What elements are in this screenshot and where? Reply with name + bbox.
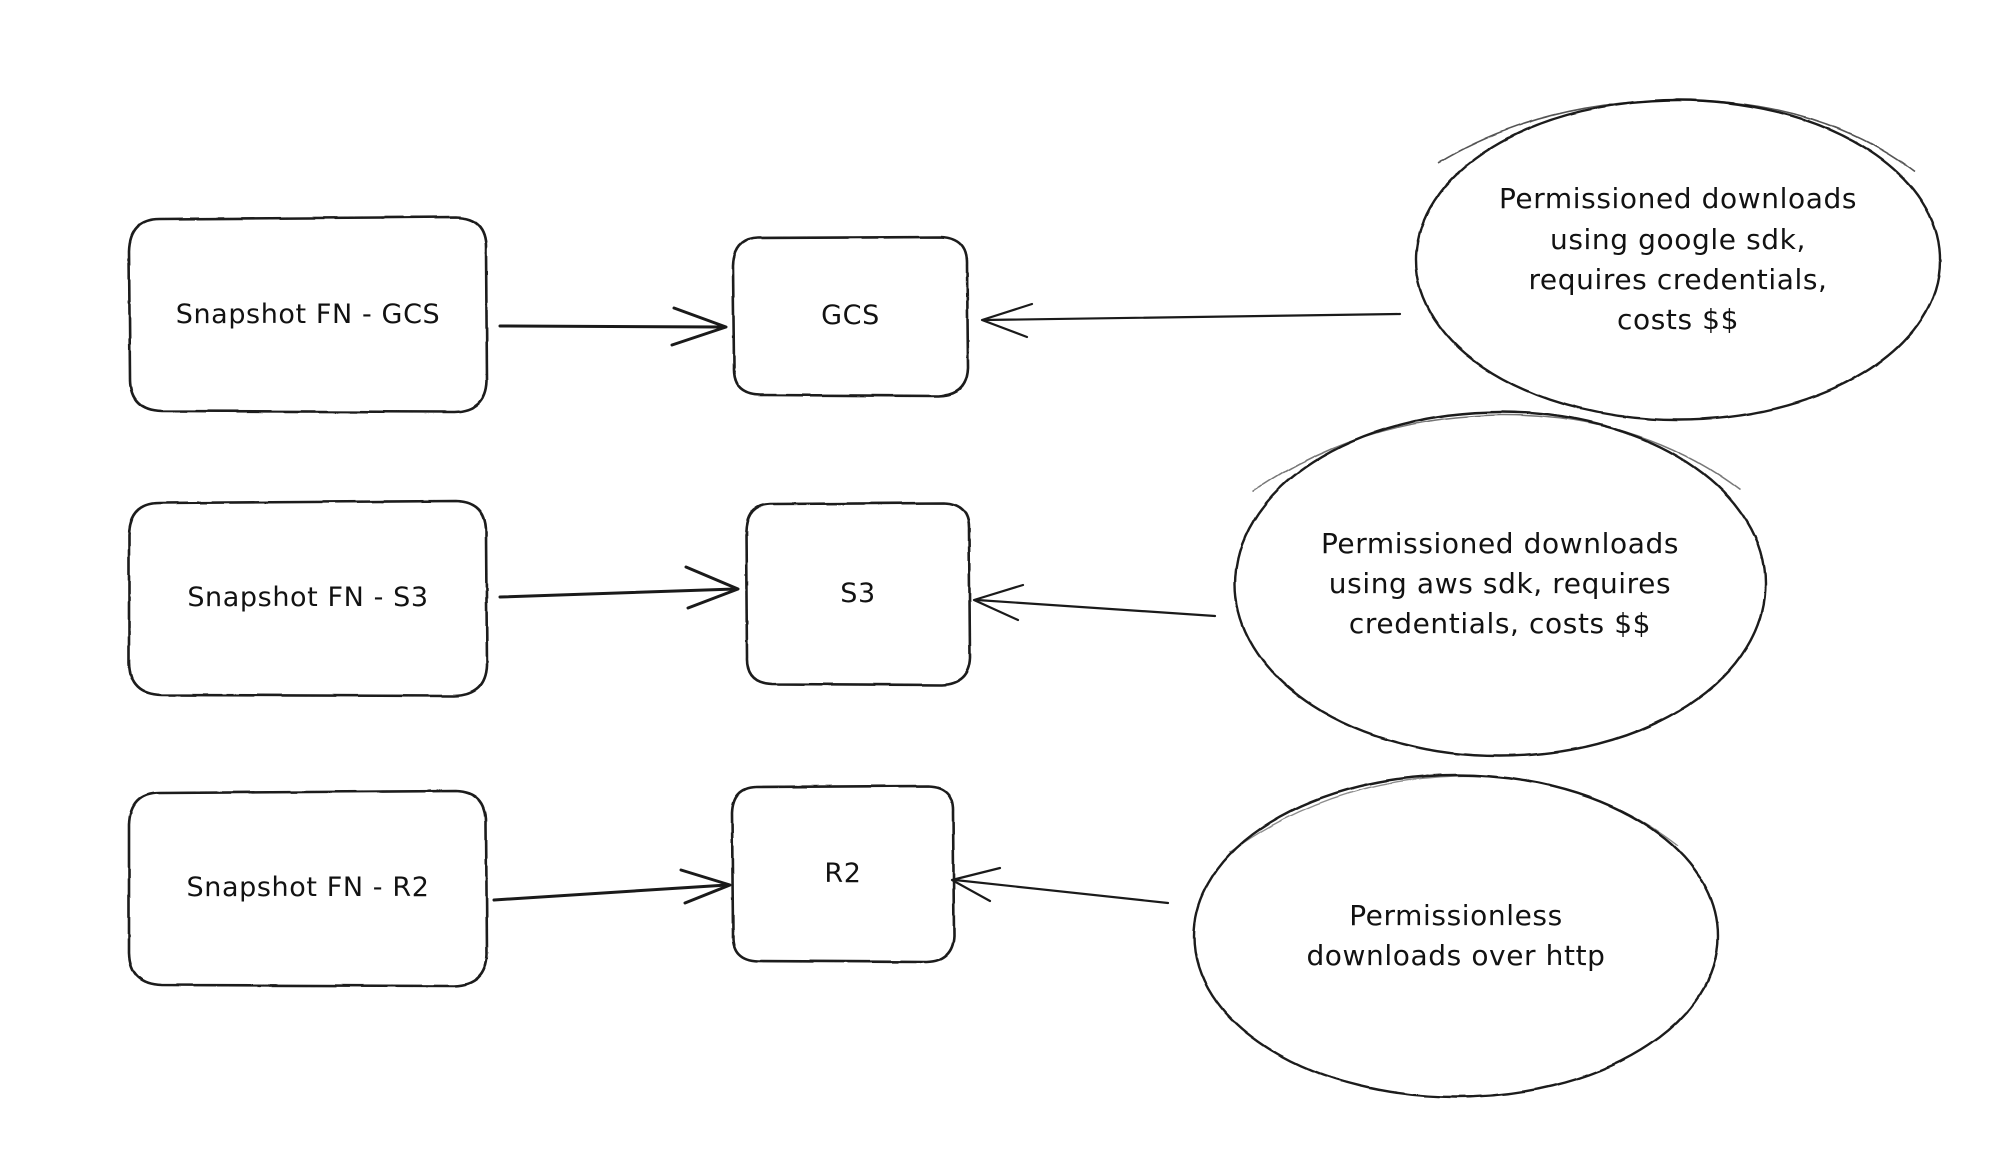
edge-snapshot-gcs-to-gcs xyxy=(498,306,728,347)
node-s3[interactable] xyxy=(744,501,972,687)
node-r2[interactable] xyxy=(730,784,956,964)
node-note-s3[interactable] xyxy=(1233,410,1767,758)
node-snapshot-fn-s3[interactable] xyxy=(127,499,489,698)
edge-snapshot-s3-to-s3 xyxy=(498,565,740,610)
node-snapshot-fn-r2[interactable] xyxy=(127,789,489,988)
edge-note-r2-to-r2 xyxy=(950,866,1170,905)
edge-note-gcs-to-gcs xyxy=(980,302,1402,339)
node-gcs[interactable] xyxy=(731,235,970,398)
node-snapshot-fn-gcs[interactable] xyxy=(127,215,489,414)
edge-note-s3-to-s3 xyxy=(972,583,1217,622)
node-note-gcs[interactable] xyxy=(1414,98,1942,422)
node-note-r2[interactable] xyxy=(1192,773,1720,1099)
edge-snapshot-r2-to-r2 xyxy=(492,868,732,905)
